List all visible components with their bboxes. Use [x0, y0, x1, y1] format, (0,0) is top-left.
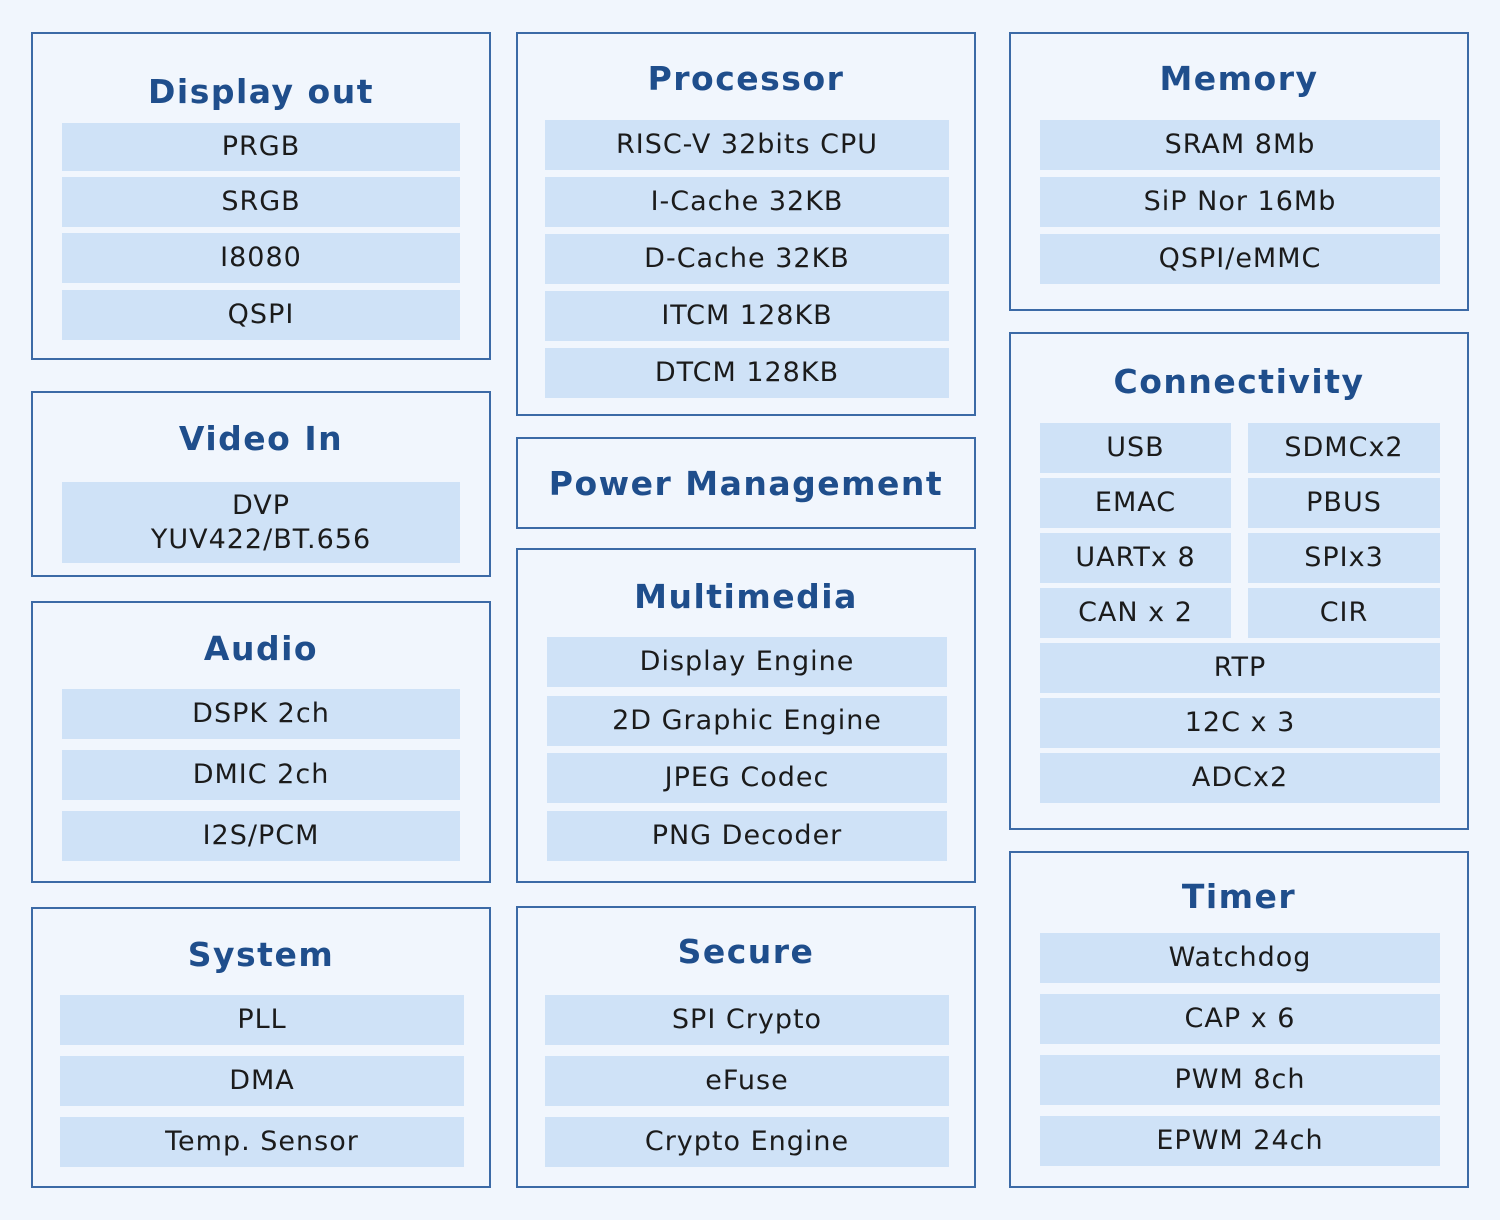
block-item: CAN x 2	[1040, 588, 1231, 638]
panel-title: Processor	[647, 59, 845, 98]
panel-audio: Audio DSPK 2ch DMIC 2ch I2S/PCM	[31, 601, 491, 883]
block-item: I8080	[62, 233, 460, 283]
block-item: ADCx2	[1040, 753, 1440, 803]
block-item: DTCM 128KB	[545, 348, 949, 398]
block-item: Watchdog	[1040, 933, 1440, 983]
block-item: CAP x 6	[1040, 994, 1440, 1044]
block-item: PBUS	[1248, 478, 1440, 528]
block-item: PLL	[60, 995, 464, 1045]
block-item: QSPI	[62, 290, 460, 340]
block-item: SDMCx2	[1248, 423, 1440, 473]
block-item: DMA	[60, 1056, 464, 1106]
panel-video-in: Video In DVP YUV422/BT.656	[31, 391, 491, 577]
panel-display-out: Display out PRGB SRGB I8080 QSPI	[31, 32, 491, 360]
block-item: eFuse	[545, 1056, 949, 1106]
block-item: SPI Crypto	[545, 995, 949, 1045]
panel-multimedia: Multimedia Display Engine 2D Graphic Eng…	[516, 548, 976, 883]
block-item: EPWM 24ch	[1040, 1116, 1440, 1166]
block-item-line: DVP	[231, 489, 291, 521]
panel-processor: Processor RISC-V 32bits CPU I-Cache 32KB…	[516, 32, 976, 416]
block-item: EMAC	[1040, 478, 1231, 528]
block-item: DVP YUV422/BT.656	[62, 482, 460, 563]
block-item: RISC-V 32bits CPU	[545, 120, 949, 170]
block-item: ITCM 128KB	[545, 291, 949, 341]
panel-title: Connectivity	[1113, 362, 1365, 401]
block-item: DMIC 2ch	[62, 750, 460, 800]
block-item: 12C x 3	[1040, 698, 1440, 748]
block-item: JPEG Codec	[547, 753, 947, 803]
panel-title: Secure	[677, 932, 815, 971]
block-item: Crypto Engine	[545, 1117, 949, 1167]
block-item: Temp. Sensor	[60, 1117, 464, 1167]
block-item: CIR	[1248, 588, 1440, 638]
block-item: USB	[1040, 423, 1231, 473]
panel-title: Timer	[1181, 877, 1297, 916]
block-item: SRAM 8Mb	[1040, 120, 1440, 170]
block-item: D-Cache 32KB	[545, 234, 949, 284]
block-item: QSPI/eMMC	[1040, 234, 1440, 284]
panel-secure: Secure SPI Crypto eFuse Crypto Engine	[516, 906, 976, 1188]
panel-system: System PLL DMA Temp. Sensor	[31, 907, 491, 1188]
block-item: I-Cache 32KB	[545, 177, 949, 227]
block-item: SPIx3	[1248, 533, 1440, 583]
block-item: SRGB	[62, 177, 460, 227]
block-item: I2S/PCM	[62, 811, 460, 861]
panel-title: Multimedia	[634, 577, 858, 616]
block-item: RTP	[1040, 643, 1440, 693]
block-item: PWM 8ch	[1040, 1055, 1440, 1105]
panel-title: Memory	[1159, 59, 1319, 98]
block-item: PNG Decoder	[547, 811, 947, 861]
block-item: Display Engine	[547, 637, 947, 687]
panel-connectivity: Connectivity USB SDMCx2 EMAC PBUS UARTx …	[1009, 332, 1469, 830]
panel-title: Video In	[178, 419, 344, 458]
block-item: DSPK 2ch	[62, 689, 460, 739]
panel-title: Audio	[203, 629, 319, 668]
panel-title: Power Management	[548, 464, 944, 503]
panel-title: Display out	[148, 72, 374, 111]
panel-power-management: Power Management	[516, 437, 976, 529]
panel-memory: Memory SRAM 8Mb SiP Nor 16Mb QSPI/eMMC	[1009, 32, 1469, 311]
panel-title: System	[187, 935, 335, 974]
block-item: PRGB	[62, 123, 460, 171]
block-item: UARTx 8	[1040, 533, 1231, 583]
panel-timer: Timer Watchdog CAP x 6 PWM 8ch EPWM 24ch	[1009, 851, 1469, 1188]
block-item-line: YUV422/BT.656	[150, 523, 372, 555]
block-item: 2D Graphic Engine	[547, 696, 947, 746]
block-item: SiP Nor 16Mb	[1040, 177, 1440, 227]
